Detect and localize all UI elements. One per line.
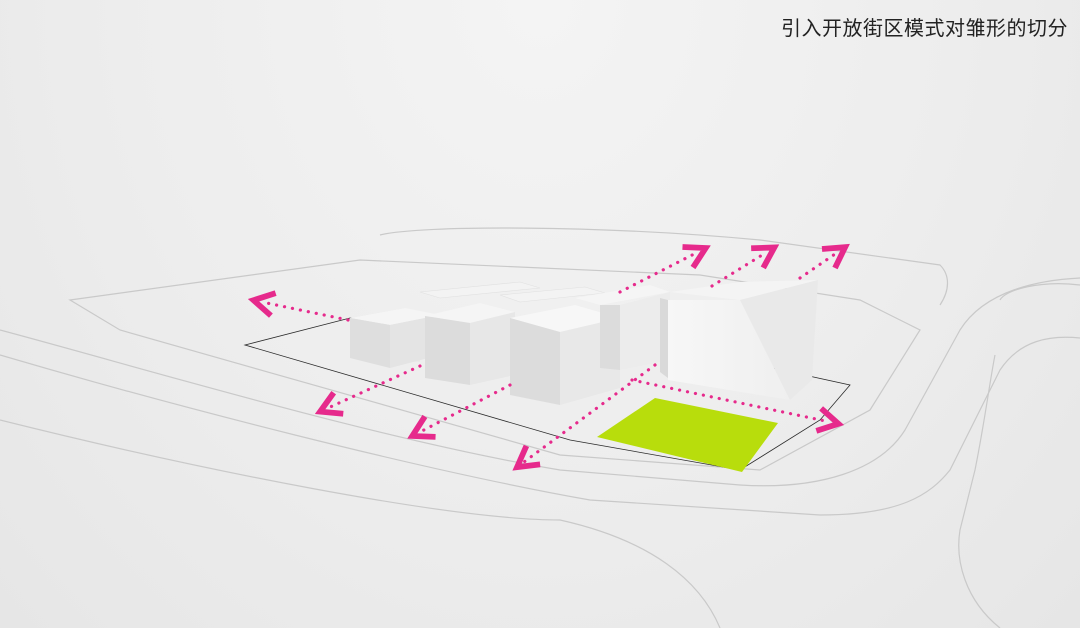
building-block-2	[425, 303, 515, 385]
dotted-arrow-icon	[262, 302, 350, 322]
dotted-arrow-icon	[630, 378, 830, 422]
connector-slabs	[419, 281, 606, 303]
east-road-edge	[999, 283, 1080, 301]
dotted-arrow-icon	[328, 364, 422, 408]
dotted-arrow-icon	[524, 363, 657, 462]
outer-road-edge-lower	[0, 336, 1080, 516]
dotted-arrow-icon	[618, 252, 698, 294]
dotted-arrow-icon	[710, 252, 767, 288]
north-road-edge	[379, 227, 949, 306]
building-block-5	[660, 280, 818, 400]
pedestrian-flow-arrows	[262, 252, 838, 462]
dotted-arrow-icon	[420, 383, 512, 432]
dotted-arrow-icon	[798, 252, 838, 280]
south-road-curve	[559, 519, 721, 628]
diagram-title: 引入开放街区模式对雏形的切分	[781, 16, 1068, 40]
building-block-4	[575, 285, 670, 370]
building-block-3	[510, 305, 620, 405]
east-road-edge-2	[958, 354, 1001, 628]
outer-road-edge	[0, 277, 1080, 487]
south-road-curve-2	[0, 419, 561, 521]
green-open-plot	[597, 398, 778, 472]
road-network	[0, 227, 1080, 628]
